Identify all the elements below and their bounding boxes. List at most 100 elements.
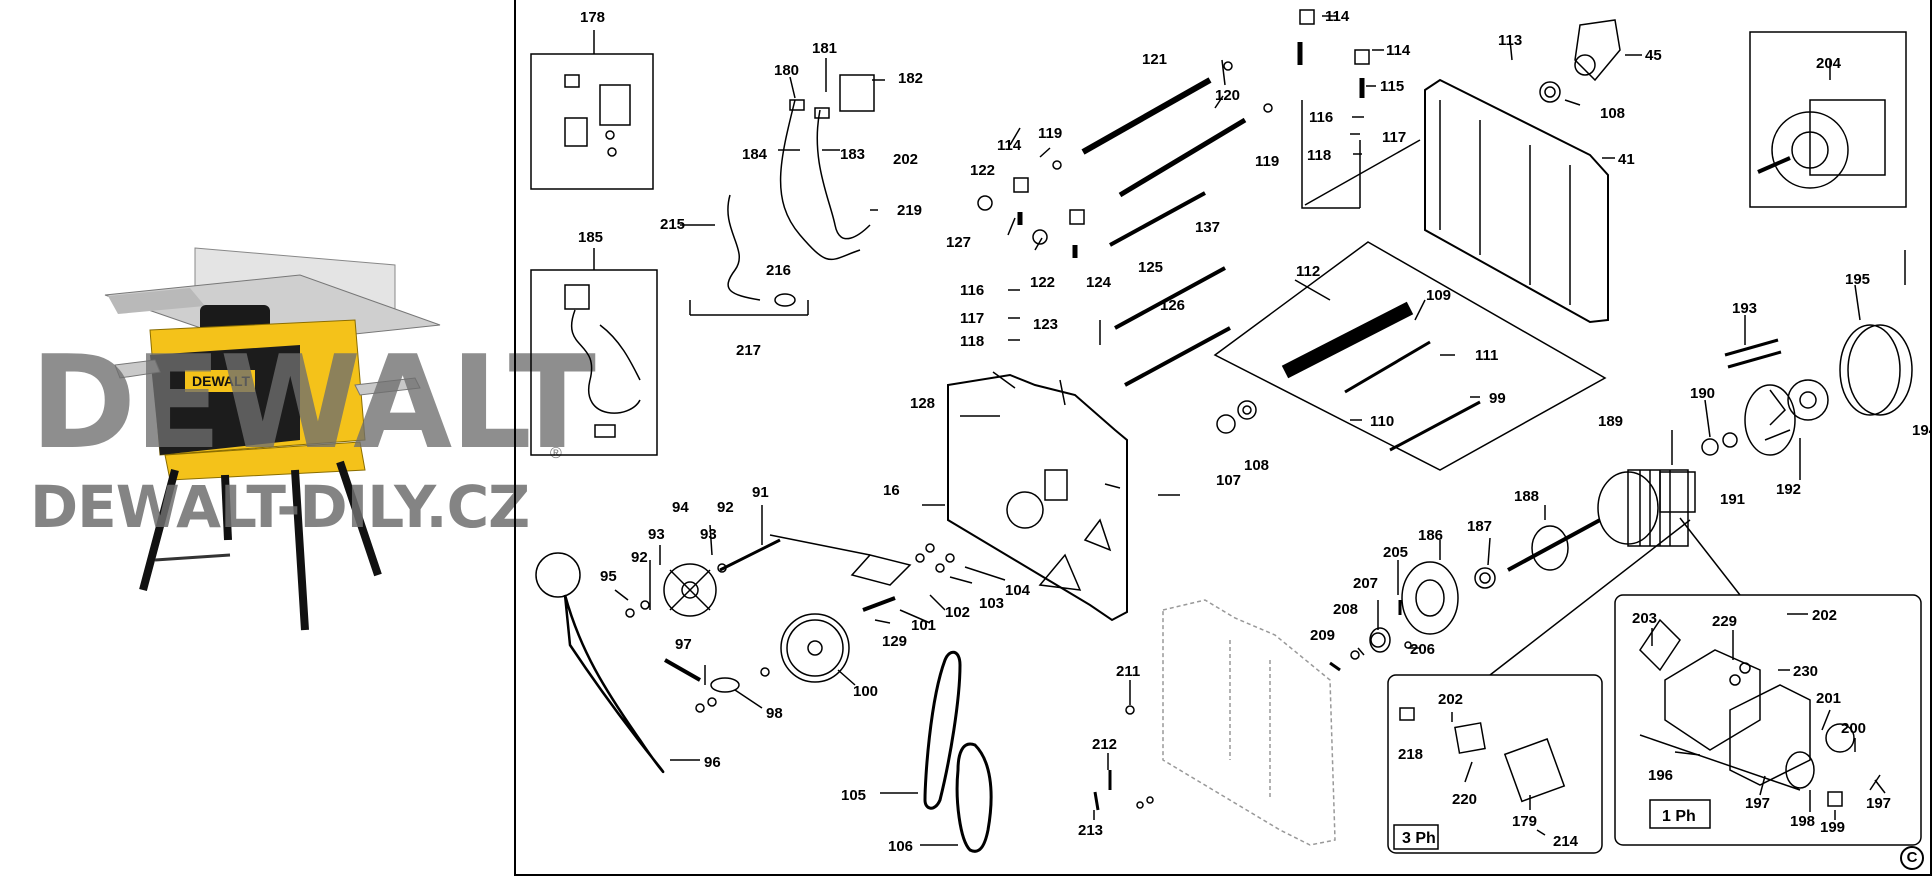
part-labels: 178 185 180 181 182 184 183 202 219 215 … xyxy=(578,8,1932,855)
part-label: 128 xyxy=(910,395,935,412)
part-label: 108 xyxy=(1244,457,1269,474)
part-label: 96 xyxy=(704,754,721,771)
part-label: 124 xyxy=(1086,274,1112,291)
part-label: 91 xyxy=(752,484,769,501)
part-label: 181 xyxy=(812,40,837,57)
part-label: 201 xyxy=(1816,690,1841,707)
part-label: 105 xyxy=(841,787,866,804)
part-label: 205 xyxy=(1383,544,1408,561)
part-label: 219 xyxy=(897,202,922,219)
part-label: 188 xyxy=(1514,488,1539,505)
motor-box xyxy=(1749,31,1907,208)
part-label: 125 xyxy=(1138,259,1163,276)
part-label: 217 xyxy=(736,342,761,359)
part-label: 208 xyxy=(1333,601,1358,618)
part-label: 203 xyxy=(1632,610,1657,627)
registered-mark: ® xyxy=(550,445,562,462)
part-label: 202 xyxy=(1438,691,1463,708)
part-label: 196 xyxy=(1648,767,1673,784)
part-label: 190 xyxy=(1690,385,1715,402)
part-label: 197 xyxy=(1866,795,1891,812)
part-label: 180 xyxy=(774,62,799,79)
part-label: 186 xyxy=(1418,527,1443,544)
part-label: 200 xyxy=(1841,720,1866,737)
part-label: 95 xyxy=(600,568,617,585)
part-label: 218 xyxy=(1398,746,1423,763)
three-phase-box xyxy=(1387,674,1603,854)
part-label: 118 xyxy=(960,333,984,350)
part-label: 214 xyxy=(1553,833,1579,850)
part-label: 109 xyxy=(1426,287,1451,304)
part-label: 116 xyxy=(960,282,984,299)
watermark-brand: DEWALT xyxy=(30,329,596,478)
part-label: 111 xyxy=(1475,347,1498,364)
part-label: 97 xyxy=(675,636,692,653)
part-label: 216 xyxy=(766,262,791,279)
part-label: 192 xyxy=(1776,481,1801,498)
part-label: 112 xyxy=(1296,263,1320,280)
cutterblock-box xyxy=(1213,241,1607,471)
three-phase-label: 3 Ph xyxy=(1402,830,1436,847)
part-label: 184 xyxy=(742,146,768,163)
part-label: 92 xyxy=(631,549,648,566)
part-label: 212 xyxy=(1092,736,1117,753)
part-label: 102 xyxy=(945,604,970,621)
part-label: 137 xyxy=(1195,219,1220,236)
part-label: 122 xyxy=(1030,274,1055,291)
part-label: 195 xyxy=(1845,271,1870,288)
part-label: 206 xyxy=(1410,641,1435,658)
part-label: 204 xyxy=(1816,55,1842,72)
part-label: 110 xyxy=(1370,413,1394,430)
exploded-parts-diagram: 178 185 180 181 182 184 183 202 219 215 … xyxy=(516,0,1932,876)
part-label: 191 xyxy=(1720,491,1745,508)
panel-divider xyxy=(514,0,516,876)
part-label: 182 xyxy=(898,70,923,87)
part-label: 220 xyxy=(1452,791,1477,808)
part-label: 198 xyxy=(1790,813,1815,830)
part-label: 202 xyxy=(893,151,918,168)
part-label: 114 xyxy=(997,137,1022,154)
part-label: 94 xyxy=(672,499,689,516)
part-label: 41 xyxy=(1618,151,1635,168)
part-label: 121 xyxy=(1142,51,1167,68)
part-label: 117 xyxy=(1382,129,1406,146)
part-label: 116 xyxy=(1309,109,1333,126)
part-label: 114 xyxy=(1325,8,1350,25)
part-label: 194 xyxy=(1912,422,1930,439)
part-label: 178 xyxy=(580,9,605,26)
part-label: 103 xyxy=(979,595,1004,612)
part-label: 118 xyxy=(1307,147,1331,164)
part-label: 229 xyxy=(1712,613,1737,630)
part-label: 185 xyxy=(578,229,603,246)
part-label: 119 xyxy=(1255,153,1279,170)
part-label: 98 xyxy=(766,705,783,722)
part-label: 213 xyxy=(1078,822,1103,839)
part-label: 179 xyxy=(1512,813,1537,830)
part-label: 115 xyxy=(1380,78,1404,95)
part-label: 120 xyxy=(1215,87,1240,104)
part-label: 207 xyxy=(1353,575,1378,592)
part-label: 127 xyxy=(946,234,971,251)
part-label: 119 xyxy=(1038,125,1062,142)
part-label: 129 xyxy=(882,633,907,650)
part-label: 108 xyxy=(1600,105,1625,122)
part-label: 122 xyxy=(970,162,995,179)
part-label: 45 xyxy=(1645,47,1662,64)
part-label: 211 xyxy=(1116,663,1140,680)
part-label: 99 xyxy=(1489,390,1506,407)
product-photo: DEWALT xyxy=(0,0,515,876)
part-label: 126 xyxy=(1160,297,1185,314)
part-label: 16 xyxy=(883,482,900,499)
part-label: 209 xyxy=(1310,627,1335,644)
part-label: 183 xyxy=(840,146,865,163)
switch-kit-box xyxy=(530,53,654,190)
part-label: 92 xyxy=(717,499,734,516)
part-label: 230 xyxy=(1793,663,1818,680)
part-label: 197 xyxy=(1745,795,1770,812)
part-label: 100 xyxy=(853,683,878,700)
part-label: 117 xyxy=(960,310,984,327)
part-label: 113 xyxy=(1498,32,1522,49)
parts-diagram-svg: 178 185 180 181 182 184 183 202 219 215 … xyxy=(530,8,1932,855)
part-label: 187 xyxy=(1467,518,1492,535)
